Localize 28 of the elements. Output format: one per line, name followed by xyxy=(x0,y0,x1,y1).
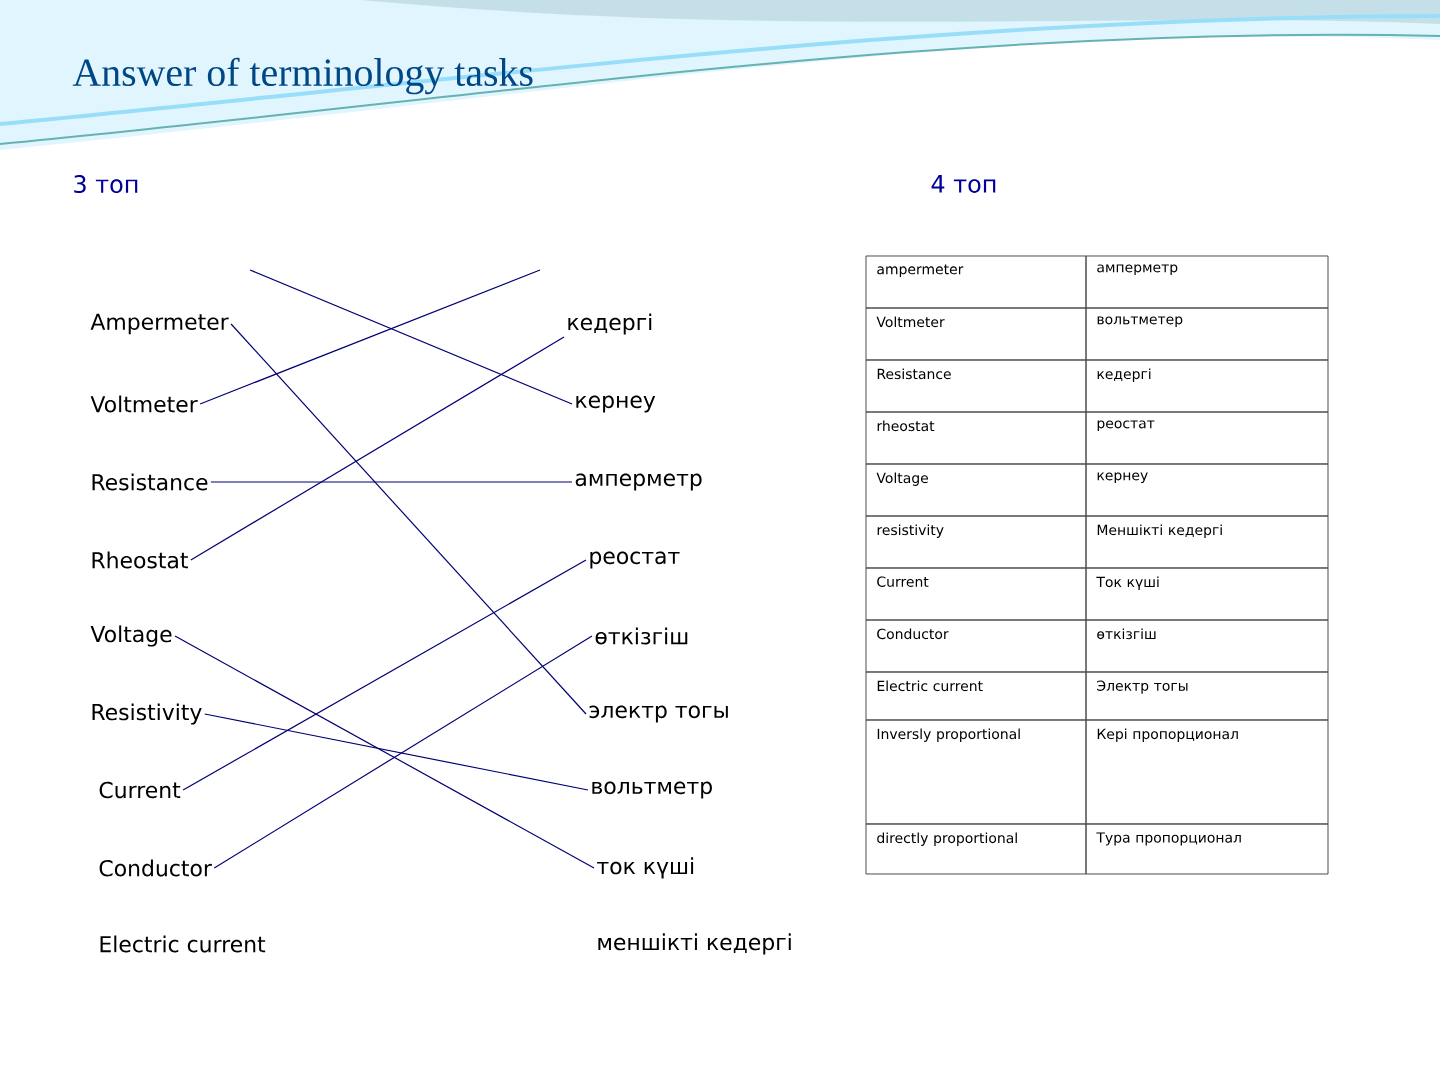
matching-line xyxy=(204,713,589,791)
term-label: Resistance xyxy=(92,473,208,491)
term-label: Ampermeter xyxy=(90,313,229,335)
term-label: Voltage xyxy=(90,625,172,647)
term-label: меншікті кедергі xyxy=(598,933,791,955)
term-label: Current xyxy=(99,781,181,799)
term-label: кедергі xyxy=(568,313,652,335)
term-label: Resistivity xyxy=(92,703,202,725)
group-heading: 4 топ xyxy=(931,175,996,193)
matching-line xyxy=(190,336,565,561)
term-label: кернеу xyxy=(576,395,656,413)
matching-line xyxy=(210,481,573,483)
term-label: Conductor xyxy=(99,859,212,877)
term-label: Voltmeter xyxy=(90,395,198,413)
term-label: электр тогы xyxy=(589,705,728,723)
term-label: вольтметр xyxy=(592,781,712,799)
matching-line xyxy=(199,269,541,405)
term-label: Electric current xyxy=(100,935,266,953)
title: Answer of terminology tasks xyxy=(72,57,533,95)
matching-line xyxy=(249,269,573,405)
term-label: амперметр xyxy=(575,473,702,491)
term-label: өткізгіш xyxy=(595,627,688,645)
term-label: ток күші xyxy=(597,857,694,879)
matching-line xyxy=(182,559,587,791)
term-label: Rheostat xyxy=(92,551,188,569)
group-heading: 3 топ xyxy=(74,174,138,194)
term-label: реостат xyxy=(590,551,680,569)
matching-line xyxy=(230,323,587,715)
